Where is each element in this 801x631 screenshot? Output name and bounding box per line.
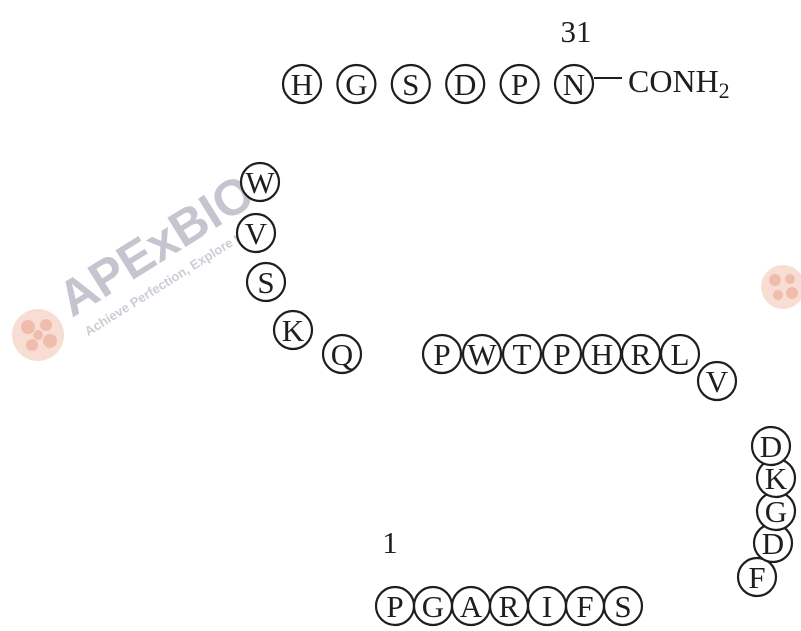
residue-letter: G bbox=[345, 67, 367, 102]
residue-circle bbox=[581, 333, 623, 375]
residue-24: V bbox=[235, 212, 277, 254]
residue-letter: D bbox=[762, 526, 784, 561]
residue-letter: F bbox=[748, 560, 765, 595]
residue-letter: V bbox=[706, 364, 729, 399]
residue-28: S bbox=[390, 63, 431, 105]
residue-circle bbox=[602, 585, 644, 627]
residue-12: D bbox=[750, 425, 792, 467]
residue-6: F bbox=[564, 585, 606, 627]
residue-circle bbox=[239, 161, 281, 203]
residue-circle bbox=[245, 261, 287, 303]
residue-14: L bbox=[659, 333, 701, 375]
residue-letter: P bbox=[553, 337, 570, 372]
residue-letter: T bbox=[513, 337, 532, 372]
residue-letter: P bbox=[433, 337, 450, 372]
residue-letter: N bbox=[563, 67, 585, 102]
residue-circle bbox=[696, 360, 738, 402]
residue-letter: G bbox=[422, 589, 444, 624]
residue-1: P bbox=[374, 585, 416, 627]
residue-letter: Q bbox=[331, 337, 353, 372]
residue-letter: R bbox=[631, 337, 652, 372]
residue-letter: V bbox=[245, 216, 268, 251]
residue-26: H bbox=[281, 63, 323, 105]
residue-letter: S bbox=[402, 67, 419, 102]
residue-16: H bbox=[581, 333, 623, 375]
residue-circle bbox=[750, 425, 792, 467]
residue-19: W bbox=[461, 333, 503, 375]
residue-letter: I bbox=[542, 589, 552, 624]
residue-22: K bbox=[272, 309, 314, 351]
residue-21: Q bbox=[321, 333, 363, 375]
residue-letter: K bbox=[765, 461, 788, 496]
residue-circle bbox=[553, 63, 595, 105]
residue-circle bbox=[390, 63, 431, 105]
residue-circle bbox=[321, 333, 363, 375]
residue-9: D bbox=[752, 522, 794, 564]
residue-circle bbox=[499, 63, 540, 105]
residue-letter: H bbox=[591, 337, 613, 372]
residue-circle bbox=[421, 333, 463, 375]
residue-18: T bbox=[501, 333, 543, 375]
residue-letter: P bbox=[511, 67, 528, 102]
residue-letter: P bbox=[386, 589, 403, 624]
residue-letter: R bbox=[499, 589, 520, 624]
residue-letter: D bbox=[760, 429, 782, 464]
residue-23: S bbox=[245, 261, 287, 303]
watermark: APExBIO Achieve Perfection, Explore the bbox=[12, 164, 801, 361]
residue-29: D bbox=[445, 63, 486, 105]
residue-2: G bbox=[412, 585, 454, 627]
residue-circle bbox=[541, 333, 583, 375]
residue-letter: W bbox=[245, 165, 275, 200]
residue-letter: W bbox=[467, 337, 497, 372]
residue-circle bbox=[461, 333, 503, 375]
residue-letter: F bbox=[576, 589, 593, 624]
residue-circle bbox=[235, 212, 277, 254]
end-number-label: 31 bbox=[561, 14, 592, 49]
residue-letter: G bbox=[765, 494, 787, 529]
watermark-logo-left bbox=[12, 309, 64, 361]
residue-13: V bbox=[696, 360, 738, 402]
residue-letter: S bbox=[614, 589, 631, 624]
residue-4: R bbox=[488, 585, 530, 627]
residue-letter: A bbox=[460, 589, 483, 624]
residue-circle bbox=[501, 333, 543, 375]
residue-circle bbox=[281, 63, 323, 105]
residue-11: K bbox=[755, 457, 797, 499]
residue-circle bbox=[445, 63, 486, 105]
start-number-label: 1 bbox=[382, 525, 398, 560]
residue-letter: S bbox=[257, 265, 274, 300]
residue-letter: D bbox=[454, 67, 476, 102]
residue-circle bbox=[336, 63, 377, 105]
residue-3: A bbox=[450, 585, 492, 627]
residue-letter: H bbox=[291, 67, 313, 102]
c-terminus-subscript: 2 bbox=[719, 78, 730, 103]
residue-27: G bbox=[336, 63, 377, 105]
residue-letter: L bbox=[671, 337, 690, 372]
residue-20: P bbox=[421, 333, 463, 375]
residue-circle bbox=[736, 556, 778, 598]
residue-8: F bbox=[736, 556, 778, 598]
residue-circle bbox=[272, 309, 314, 351]
c-terminus-label: CONH2 bbox=[628, 63, 730, 103]
residue-30: P bbox=[499, 63, 540, 105]
residue-5: I bbox=[526, 585, 568, 627]
residue-25: W bbox=[239, 161, 281, 203]
residue-31: N bbox=[553, 63, 595, 105]
residue-letter: K bbox=[282, 313, 305, 348]
c-terminus-text: CONH bbox=[628, 63, 719, 99]
residue-10: G bbox=[755, 490, 797, 532]
residue-15: R bbox=[620, 333, 662, 375]
residue-17: P bbox=[541, 333, 583, 375]
watermark-logo-right bbox=[761, 265, 801, 309]
residue-7: S bbox=[602, 585, 644, 627]
